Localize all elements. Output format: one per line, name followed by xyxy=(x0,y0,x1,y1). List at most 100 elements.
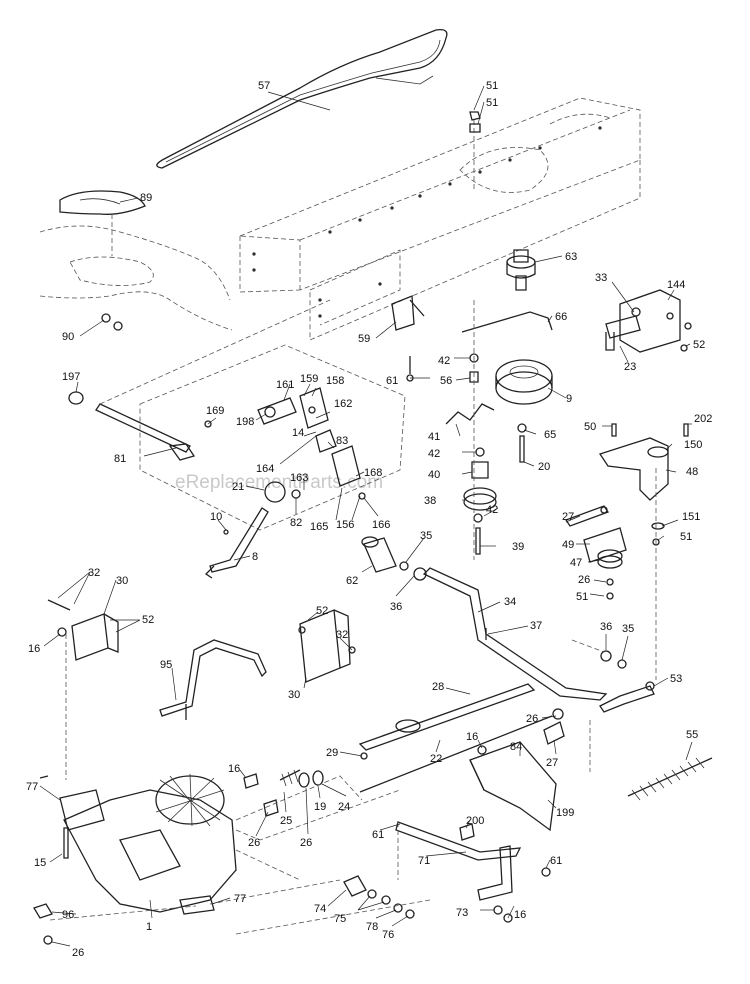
label-52: 52 xyxy=(693,339,705,351)
label-169: 169 xyxy=(206,405,224,417)
label-47: 47 xyxy=(570,557,582,569)
label-52: 52 xyxy=(316,605,328,617)
pedal-return-link xyxy=(571,639,655,713)
label-73: 73 xyxy=(456,907,468,919)
label-29: 29 xyxy=(326,747,338,759)
label-26: 26 xyxy=(72,947,84,959)
label-62: 62 xyxy=(346,575,358,587)
label-61: 61 xyxy=(550,855,562,867)
label-51: 51 xyxy=(576,591,588,603)
label-42: 42 xyxy=(486,504,498,516)
linkage-group-outline xyxy=(139,344,406,531)
label-66: 66 xyxy=(555,311,567,323)
parts-74-78-hardware xyxy=(209,875,431,935)
transaxle-hardware xyxy=(235,769,401,881)
label-36: 36 xyxy=(600,621,612,633)
label-32: 32 xyxy=(336,629,348,641)
label-16: 16 xyxy=(514,909,526,921)
label-158: 158 xyxy=(326,375,344,387)
label-57: 57 xyxy=(258,80,270,92)
label-82: 82 xyxy=(290,517,302,529)
part-95-rod xyxy=(159,639,267,720)
label-159: 159 xyxy=(300,373,318,385)
body-outline xyxy=(39,225,233,331)
label-38: 38 xyxy=(424,495,436,507)
label-19: 19 xyxy=(314,801,326,813)
label-90: 90 xyxy=(62,331,74,343)
part-55-spring xyxy=(627,757,713,801)
label-8: 8 xyxy=(252,551,258,563)
label-56: 56 xyxy=(440,375,452,387)
part-8-lift-lever xyxy=(204,481,286,579)
label-165: 165 xyxy=(310,521,328,533)
label-16: 16 xyxy=(28,643,40,655)
clutch-pulley-stack xyxy=(445,111,553,560)
part-89-shift-cover xyxy=(59,190,146,256)
label-83: 83 xyxy=(336,435,348,447)
label-161: 161 xyxy=(276,379,294,391)
label-53: 53 xyxy=(670,673,682,685)
label-77: 77 xyxy=(26,781,38,793)
label-78: 78 xyxy=(366,921,378,933)
part-labels: 57 51 51 89 63 33 144 66 52 90 59 42 56 … xyxy=(26,80,712,959)
label-202: 202 xyxy=(694,413,712,425)
label-77: 77 xyxy=(234,893,246,905)
label-34: 34 xyxy=(504,596,516,608)
label-39: 39 xyxy=(512,541,524,553)
label-50: 50 xyxy=(584,421,596,433)
part-81-shift-shaft xyxy=(68,299,331,461)
label-21: 21 xyxy=(232,481,244,493)
label-75: 75 xyxy=(334,913,346,925)
label-65: 65 xyxy=(544,429,556,441)
label-26: 26 xyxy=(248,837,260,849)
label-51: 51 xyxy=(486,97,498,109)
label-151: 151 xyxy=(682,511,700,523)
part-34-pedal-shaft xyxy=(361,536,608,701)
tractor-frame xyxy=(239,97,641,341)
label-37: 37 xyxy=(530,620,542,632)
label-81: 81 xyxy=(114,453,126,465)
label-197: 197 xyxy=(62,371,80,383)
label-28: 28 xyxy=(432,681,444,693)
part-199-plate xyxy=(469,720,591,832)
label-16: 16 xyxy=(466,731,478,743)
label-27: 27 xyxy=(546,757,558,769)
leader-lines xyxy=(39,85,693,947)
label-198: 198 xyxy=(236,416,254,428)
label-36: 36 xyxy=(390,601,402,613)
label-168: 168 xyxy=(364,467,382,479)
label-1: 1 xyxy=(146,921,152,933)
parts-96-26-pin xyxy=(33,903,197,945)
label-10: 10 xyxy=(210,511,222,523)
label-42: 42 xyxy=(428,448,440,460)
part-71-lever xyxy=(395,821,551,923)
idler-bracket-assembly xyxy=(565,423,689,680)
label-15: 15 xyxy=(34,857,46,869)
label-96: 96 xyxy=(62,909,74,921)
label-95: 95 xyxy=(160,659,172,671)
label-84: 84 xyxy=(510,741,522,753)
label-32: 32 xyxy=(88,567,100,579)
left-bracket-30 xyxy=(47,599,119,780)
label-163: 163 xyxy=(290,472,308,484)
center-bracket-30 xyxy=(298,609,356,683)
label-35: 35 xyxy=(622,623,634,635)
label-52: 52 xyxy=(142,614,154,626)
label-51: 51 xyxy=(680,531,692,543)
label-42: 42 xyxy=(438,355,450,367)
label-49: 49 xyxy=(562,539,574,551)
label-26: 26 xyxy=(300,837,312,849)
label-200: 200 xyxy=(466,815,484,827)
label-162: 162 xyxy=(334,398,352,410)
label-48: 48 xyxy=(686,466,698,478)
label-74: 74 xyxy=(314,903,326,915)
label-30: 30 xyxy=(288,689,300,701)
right-bracket-assembly xyxy=(605,289,692,353)
part-59-bracket xyxy=(391,295,425,382)
label-71: 71 xyxy=(418,855,430,867)
label-150: 150 xyxy=(684,439,702,451)
label-25: 25 xyxy=(280,815,292,827)
label-30: 30 xyxy=(116,575,128,587)
label-89: 89 xyxy=(140,192,152,204)
